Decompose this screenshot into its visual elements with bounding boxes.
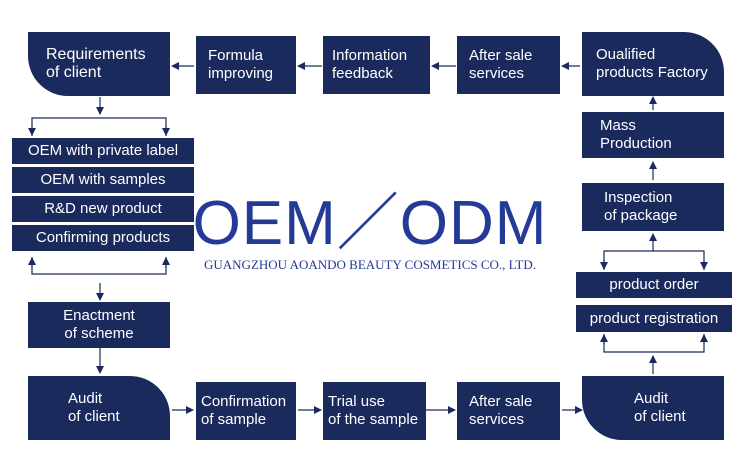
step-qualified-products-factory: Oualified products Factory — [582, 32, 724, 96]
step-label: Enactment of scheme — [63, 307, 135, 342]
company-name: GUANGZHOU AOANDO BEAUTY COSMETICS CO., L… — [204, 257, 536, 272]
step-label: Formula improving — [208, 47, 274, 82]
step-after-sale-services-bottom: After sale services — [457, 382, 560, 440]
option-label: Confirming products — [35, 229, 171, 246]
option-oem-private-label: OEM with private label — [12, 138, 194, 164]
option-oem-with-samples: OEM with samples — [12, 167, 194, 193]
branch-right-top — [603, 250, 705, 270]
option-rnd-new-product: R&D new product — [12, 196, 194, 222]
step-label: Trial use of the sample — [328, 393, 419, 428]
step-label: After sale services — [469, 47, 533, 82]
step-label: Audit of client — [68, 390, 120, 425]
step-label: Confirmation of sample — [201, 393, 287, 428]
step-label: Oualified products Factory — [596, 46, 708, 81]
step-label: product registration — [589, 309, 719, 327]
step-enactment-of-scheme: Enactment of scheme — [28, 302, 170, 348]
step-label: Requirements of client — [46, 46, 146, 81]
branch-bottom-left — [31, 257, 167, 275]
step-label: Inspection of package — [604, 189, 678, 224]
step-label: Mass Production — [600, 117, 672, 152]
step-confirmation-of-sample: Confirmation of sample — [196, 382, 296, 440]
step-label: Information feedback — [332, 47, 408, 82]
step-label: Audit of client — [634, 390, 686, 425]
step-product-registration: product registration — [576, 305, 732, 332]
step-audit-of-client-left: Audit of client — [28, 376, 170, 440]
step-inspection-of-package: Inspection of package — [582, 183, 724, 231]
step-requirements-of-client: Requirements of client — [28, 32, 170, 96]
step-information-feedback: Information feedback — [323, 36, 430, 94]
step-label: product order — [609, 276, 699, 293]
step-product-order: product order — [576, 272, 732, 298]
option-confirming-products: Confirming products — [12, 225, 194, 251]
step-formula-improving: Formula improving — [196, 36, 296, 94]
step-after-sale-services-top: After sale services — [457, 36, 560, 94]
branch-right-bottom — [603, 334, 705, 353]
option-label: OEM with samples — [40, 171, 166, 188]
branch-top-left — [31, 117, 167, 136]
step-mass-production: Mass Production — [582, 112, 724, 158]
step-audit-of-client-right: Audit of client — [582, 376, 724, 440]
option-label: OEM with private label — [27, 142, 179, 159]
option-label: R&D new product — [44, 200, 162, 217]
step-label: After sale services — [469, 393, 533, 428]
step-trial-use-of-sample: Trial use of the sample — [323, 382, 426, 440]
page-title: OEM／ODM — [192, 189, 548, 258]
